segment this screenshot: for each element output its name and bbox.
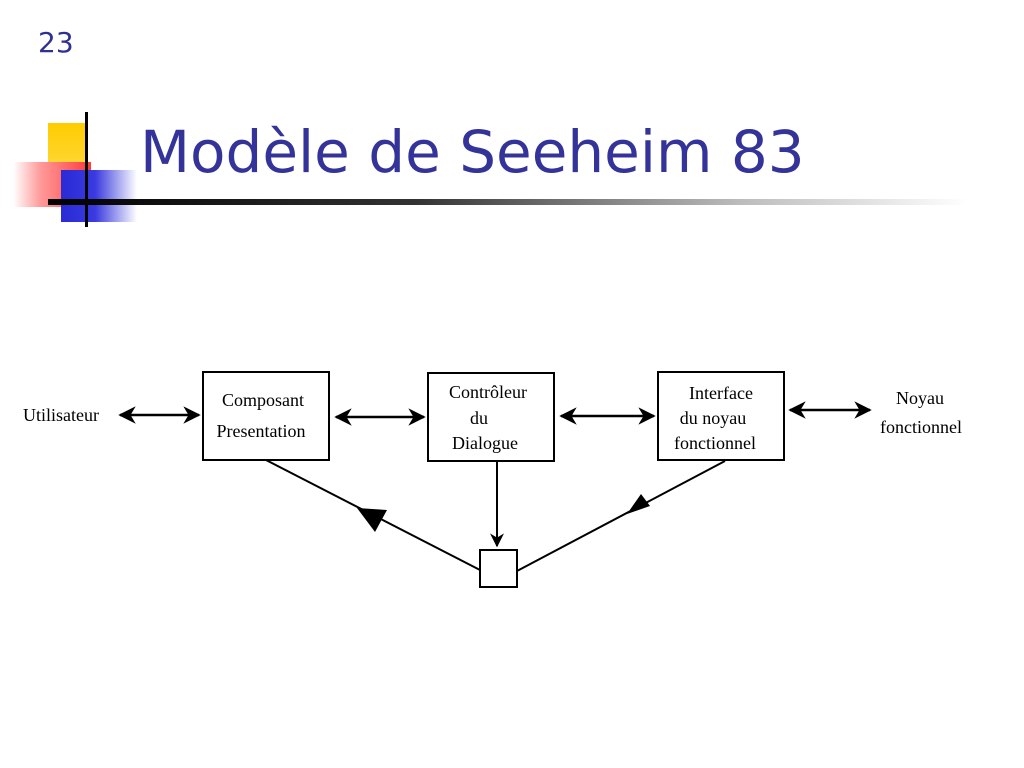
core-label-1: Noyau [896, 388, 944, 408]
user-label: Utilisateur [23, 405, 99, 425]
controller-label-1: Contrôleur [449, 382, 527, 402]
decor-yellow-square [48, 123, 88, 165]
interface-label-2: du noyau [680, 408, 747, 428]
line-interface-adapter [516, 460, 726, 572]
slide-title: Modèle de Seeheim 83 [140, 118, 805, 186]
arrowhead-to-presentation [357, 508, 387, 532]
decor-blue-gradient [61, 170, 137, 222]
interface-label-1: Interface [689, 383, 753, 403]
presentation-label-1: Composant [222, 390, 304, 410]
core-label-2: fonctionnel [880, 417, 962, 437]
interface-box [657, 371, 785, 461]
presentation-label-2: Presentation [217, 421, 306, 441]
interface-label-3: fonctionnel [674, 433, 756, 453]
controller-box [427, 372, 555, 462]
controller-label-2: du [470, 408, 488, 428]
arrowhead-to-adapter [627, 494, 650, 514]
adapter-box [479, 549, 518, 588]
decor-vertical-line [85, 112, 88, 227]
presentation-box [202, 371, 330, 461]
title-underline [48, 199, 968, 205]
controller-label-3: Dialogue [452, 433, 518, 453]
slide-number: 23 [38, 26, 74, 59]
